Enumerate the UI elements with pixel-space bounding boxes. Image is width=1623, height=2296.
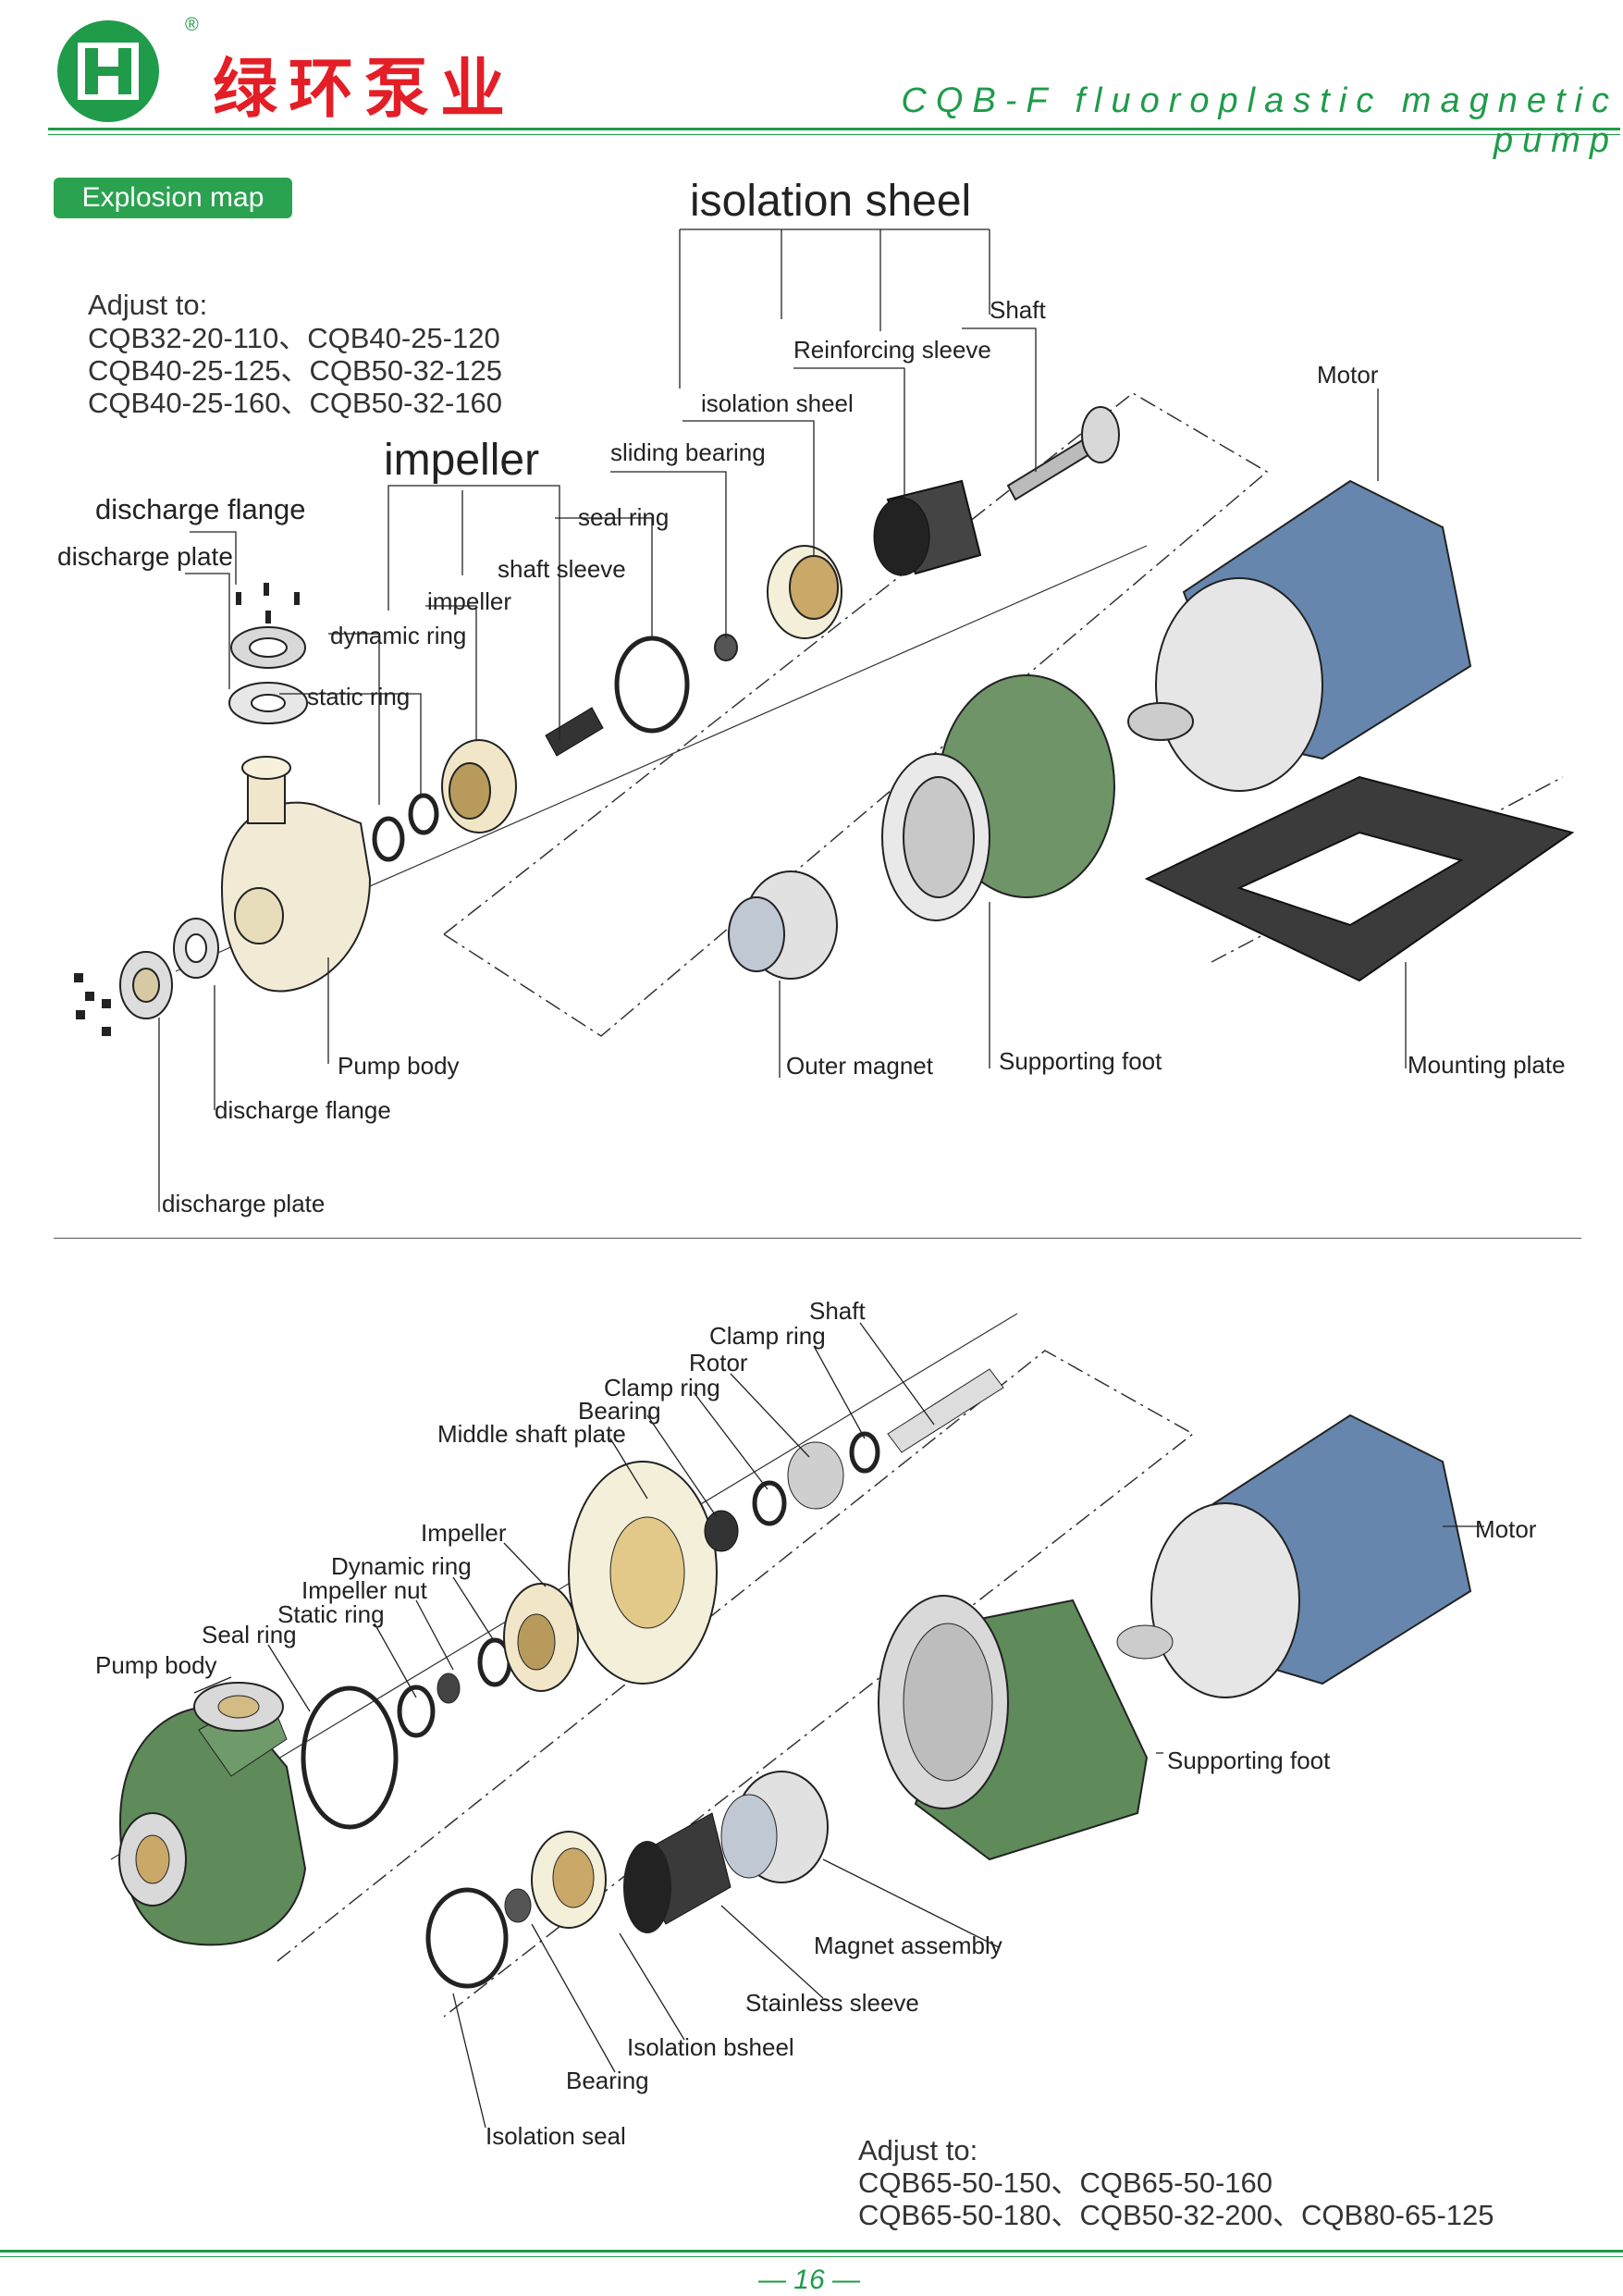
label-seal-ring: seal ring <box>578 503 670 531</box>
label-supporting-foot-2: Supporting foot <box>1167 1747 1331 1774</box>
adjust-to-2-line-3: CQB65-50-180、CQB50-32-200、CQB80-65-125 <box>858 2199 1494 2231</box>
label-seal-ring-2: Seal ring <box>202 1621 297 1648</box>
label-rotor: Rotor <box>689 1349 748 1376</box>
label-pump-body-2: Pump body <box>95 1651 217 1679</box>
supporting-foot-part-2 <box>878 1595 1149 1861</box>
label-dynamic-ring: dynamic ring <box>330 622 467 649</box>
page-subtitle: CQB-F fluoroplastic magnetic pump <box>901 81 1618 160</box>
pump-body-part-2 <box>118 1682 307 1946</box>
page-number: — 16 — <box>757 2265 861 2295</box>
label-mounting-plate: Mounting plate <box>1408 1051 1566 1079</box>
adjust-to-line-3: CQB40-25-125、CQB50-32-125 <box>88 354 503 387</box>
footer-rule-thin <box>0 2256 1623 2257</box>
label-sliding-bearing: sliding bearing <box>610 438 766 466</box>
impeller-group-part-2 <box>301 1368 1004 1830</box>
motor-part-1 <box>1127 479 1472 792</box>
adjust-to-2-line-1: Adjust to: <box>858 2134 978 2166</box>
label-dynamic-ring-2: Dynamic ring <box>331 1552 472 1580</box>
label-shaft-2: Shaft <box>809 1297 866 1325</box>
label-bearing-2: Bearing <box>566 2067 649 2094</box>
group-title-isolation-sheel: isolation sheel <box>690 177 972 226</box>
label-discharge-plate-top: discharge plate <box>57 542 233 571</box>
label-supporting-foot-1: Supporting foot <box>999 1047 1162 1075</box>
label-discharge-plate-bottom: discharge plate <box>162 1190 326 1217</box>
discharge-flange-top-part <box>228 583 308 724</box>
header-rule <box>48 128 1620 130</box>
adjust-to-2-line-2: CQB65-50-150、CQB65-50-160 <box>858 2166 1273 2199</box>
explosion-map-badge: Explosion map <box>54 178 292 218</box>
impeller-group-part-1 <box>372 634 738 862</box>
group-title-impeller: impeller <box>384 436 540 485</box>
label-isolation-sheel: isolation sheel <box>701 389 854 417</box>
registered-mark: ® <box>185 15 199 35</box>
label-impeller-2: Impeller <box>421 1519 507 1547</box>
adjust-to-line-1: Adjust to: <box>88 289 208 321</box>
label-isolation-bsheel: Isolation bsheel <box>627 2033 794 2061</box>
leader-lines-2 <box>193 1322 1484 2129</box>
section-divider <box>54 1238 1581 1239</box>
label-impeller-nut: Impeller nut <box>301 1576 427 1604</box>
label-stainless-sleeve: Stainless sleeve <box>745 1989 919 2017</box>
pump-body-part-1 <box>220 756 372 993</box>
brand-logo <box>57 20 159 122</box>
label-clamp-ring-top: Clamp ring <box>709 1322 826 1350</box>
isolation-sheel-group-part-1 <box>767 406 1120 639</box>
label-outer-magnet: Outer magnet <box>786 1052 933 1080</box>
header-rule-thin <box>48 134 1620 135</box>
isolation-group-part-2 <box>425 1771 829 1989</box>
label-static-ring-2: Static ring <box>277 1600 385 1628</box>
leader-lines-1 <box>158 228 1407 1212</box>
motor-part-2 <box>1116 1413 1472 1698</box>
adjust-to-line-2: CQB32-20-110、CQB40-25-120 <box>88 322 500 354</box>
label-clamp-ring: Clamp ring <box>604 1374 720 1401</box>
label-reinforcing-sleeve: Reinforcing sleeve <box>793 336 991 364</box>
supporting-foot-part-1 <box>728 674 1115 980</box>
label-magnet-assembly: Magnet assembly <box>814 1932 1002 1959</box>
label-bearing-top: Bearing <box>578 1397 661 1425</box>
discharge-flange-bottom-part <box>74 918 219 1036</box>
label-shaft: Shaft <box>990 296 1046 324</box>
label-discharge-flange-bottom: discharge flange <box>215 1096 391 1124</box>
label-motor-1: Motor <box>1317 361 1379 389</box>
label-motor-2: Motor <box>1475 1515 1537 1543</box>
label-pump-body-1: Pump body <box>338 1052 460 1080</box>
label-middle-shaft-plate: Middle shaft plate <box>437 1420 626 1448</box>
label-isolation-seal: Isolation seal <box>486 2122 626 2150</box>
label-discharge-flange-top: discharge flange <box>95 493 306 525</box>
brand-name: 绿环泵业 <box>213 50 516 127</box>
mounting-plate-part-1 <box>1144 775 1575 982</box>
footer-rule <box>0 2250 1623 2253</box>
label-shaft-sleeve: shaft sleeve <box>498 555 626 583</box>
label-static-ring: static ring <box>307 683 411 710</box>
adjust-to-line-4: CQB40-25-160、CQB50-32-160 <box>88 387 503 419</box>
label-impeller: impeller <box>427 587 512 615</box>
